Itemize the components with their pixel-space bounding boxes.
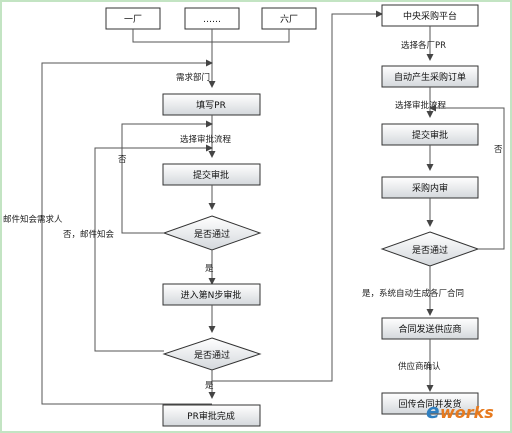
return-box: [381, 392, 479, 415]
pass2-label: 是否通过: [194, 349, 230, 361]
pass-right-label: 是否通过: [412, 244, 448, 256]
confirm-label: 供应商确认: [398, 361, 441, 372]
step-n-label: 进入第N步审批: [181, 289, 242, 301]
logo-works: works: [440, 403, 494, 422]
yes2-label: 是: [205, 381, 214, 391]
logo-e: e: [426, 399, 440, 423]
pr-done-box: [162, 404, 261, 427]
return-label: 回传合同并发货: [398, 398, 461, 410]
pr-done-label: PR审批完成: [187, 410, 235, 422]
demand-dept-label: 需求部门: [176, 72, 210, 83]
to-platform-line: [212, 10, 383, 382]
no-email-label: 否，邮件知会: [63, 229, 115, 240]
select-flow-left-label: 选择审批流程: [180, 134, 232, 145]
no1-loop-line: [121, 120, 213, 234]
factory-mid-label: ……: [203, 15, 221, 25]
fill-pr-label: 填写PR: [196, 99, 226, 111]
submit-right-label: 提交审批: [412, 129, 448, 141]
internal-label: 采购内审: [412, 182, 448, 194]
factory-1-label: 一厂: [124, 14, 142, 25]
no-right-loop-line: [429, 104, 505, 250]
pass1-label: 是否通过: [194, 228, 230, 240]
yes-contract-label: 是，系统自动生成各厂合同: [362, 288, 464, 299]
auto-po-label: 自动产生采购订单: [394, 71, 466, 83]
no1-label: 否: [118, 155, 127, 165]
yes1-label: 是: [205, 264, 214, 274]
factory-6-label: 六厂: [280, 13, 298, 25]
select-pr-label: 选择各厂PR: [401, 40, 446, 51]
send-label: 合同发送供应商: [398, 323, 461, 335]
platform-label: 中央采购平台: [403, 10, 457, 22]
submit-left-label: 提交审批: [193, 169, 229, 181]
no-right-label: 否: [494, 145, 503, 155]
select-flow-right-label: 选择审批流程: [395, 100, 447, 111]
factories-connector: [132, 29, 290, 43]
email-loop-line: [41, 59, 213, 405]
eworks-logo: e works: [426, 399, 494, 423]
email-requester-label: 邮件知会需求人: [3, 214, 63, 225]
no2-loop-line: [94, 144, 213, 352]
